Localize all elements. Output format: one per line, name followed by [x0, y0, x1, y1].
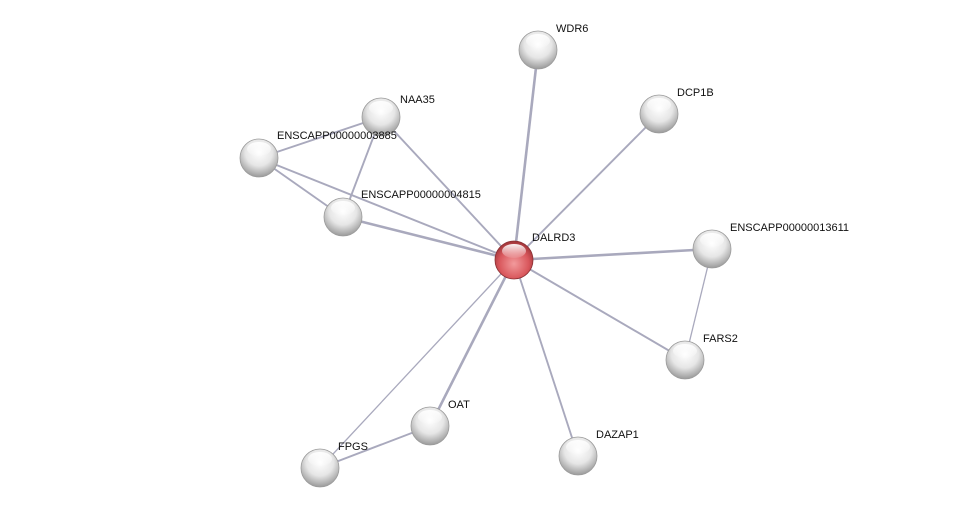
edge-DALRD3-WDR6[interactable]: [512, 49, 540, 261]
node-highlight: [700, 233, 724, 247]
node-label: ENSCAPP00000013611: [730, 222, 849, 234]
edge-DALRD3-NAA35[interactable]: [380, 116, 515, 261]
node-label: WDR6: [556, 23, 588, 35]
node-highlight: [673, 344, 697, 358]
node-highlight: [331, 201, 355, 215]
node-dazap1[interactable]: DAZAP1: [558, 429, 639, 476]
node-highlight: [647, 98, 671, 112]
node-label: ENSCAPP00000003885: [277, 130, 397, 142]
edge-DALRD3-FARS2[interactable]: [513, 259, 686, 361]
edge-DALRD3-FPGS[interactable]: [319, 259, 515, 469]
node-label: DCP1B: [677, 87, 714, 99]
node-label: FARS2: [703, 333, 738, 345]
node-label: NAA35: [400, 94, 435, 106]
edge-DALRD3-E13611[interactable]: [513, 247, 713, 262]
node-dcp1b[interactable]: DCP1B: [639, 87, 714, 134]
edge-OAT-FPGS[interactable]: [319, 425, 431, 469]
node-e13611[interactable]: ENSCAPP00000013611: [692, 222, 849, 269]
node-highlight: [247, 142, 271, 156]
node-dalrd3[interactable]: DALRD3: [494, 232, 575, 280]
edge-DALRD3-DAZAP1[interactable]: [513, 259, 579, 457]
node-naa35[interactable]: NAA35: [361, 94, 435, 137]
node-e4815[interactable]: ENSCAPP00000004815: [323, 189, 481, 237]
node-highlight: [566, 440, 590, 454]
edge-DALRD3-E3885[interactable]: [258, 157, 515, 261]
node-oat[interactable]: OAT: [410, 399, 470, 446]
node-label: DAZAP1: [596, 429, 639, 441]
node-label: ENSCAPP00000004815: [361, 189, 481, 201]
edge-DALRD3-E4815[interactable]: [342, 215, 515, 262]
edge-DALRD3-OAT[interactable]: [428, 259, 516, 427]
node-highlight: [502, 244, 526, 258]
node-fars2[interactable]: FARS2: [665, 333, 738, 380]
node-highlight: [418, 410, 442, 424]
node-highlight: [369, 101, 393, 115]
node-label: FPGS: [338, 441, 368, 453]
node-label: OAT: [448, 399, 470, 411]
node-highlight: [308, 452, 332, 466]
node-highlight: [526, 34, 550, 48]
edge-NAA35-E3885[interactable]: [258, 116, 382, 159]
edge-DALRD3-DCP1B[interactable]: [513, 113, 660, 261]
node-label: DALRD3: [532, 232, 575, 244]
node-wdr6[interactable]: WDR6: [518, 23, 588, 70]
node-fpgs[interactable]: FPGS: [300, 441, 368, 488]
node-e3885[interactable]: ENSCAPP00000003885: [239, 130, 397, 178]
